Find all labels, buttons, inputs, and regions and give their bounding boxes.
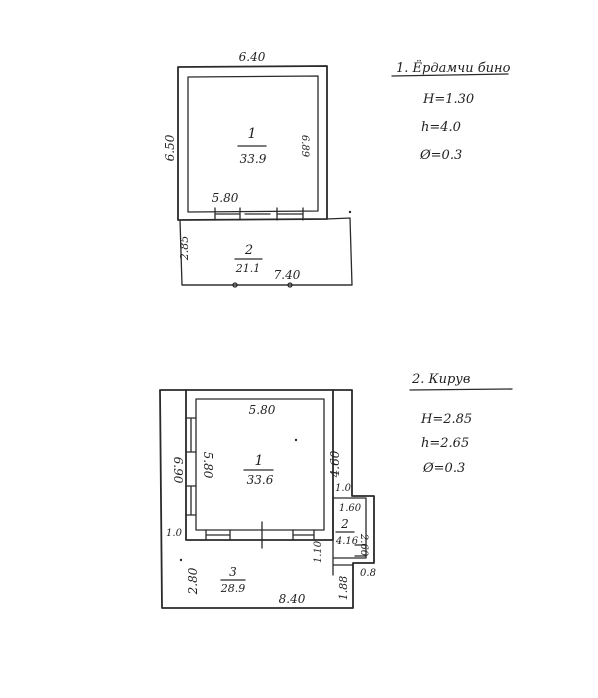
bottom-dim-inner-top: 5.80 [249,403,276,417]
top-legend-title: 1. Ёрдамчи бино [396,59,511,76]
top-building-inner-wall [187,75,319,213]
top-building-window [214,207,241,221]
bottom-window [185,417,197,453]
bottom-legend-underline [409,388,513,391]
bottom-room-1-area: 33.6 [247,473,274,487]
top-legend-d: Ø=0.3 [419,148,462,163]
top-dim-inner-bottom: 5.80 [212,191,239,205]
bottom-room-1-outer-wall [185,389,334,541]
top-porch-post [287,282,293,288]
bottom-dim-inner-left: 5.80 [201,452,215,479]
bottom-dim-bottom-width: 8.40 [279,592,306,606]
bottom-building: 1 33.6 2 4.16 3 28.9 5.80 6.90 5.80 4.60… [159,389,376,609]
bottom-dim-small-room-top: 1.60 [339,503,362,514]
top-porch-outline [179,217,353,286]
top-room-1-area: 33.9 [240,152,267,166]
bottom-dim-mid-small: 1.10 [313,540,324,563]
bottom-room-1-number: 1 [255,453,264,469]
top-legend: 1. Ёрдамчи бино H=1.30 h=4.0 Ø=0.3 [391,59,511,163]
bottom-corner-dot [179,558,183,562]
top-porch-post [232,282,238,288]
top-corner-dot [348,210,352,214]
bottom-dim-bottom-right-small: 0.8 [360,568,376,579]
top-dim-porch-bottom: 7.40 [274,268,301,282]
top-dim-width: 6.40 [239,50,266,64]
bottom-room-2-window [354,544,367,557]
bottom-legend: 2. Кирув H=2.85 h=2.65 Ø=0.3 [409,372,513,476]
bottom-room-2-area: 4.16 [335,536,359,547]
bottom-legend-h-lower: h=2.65 [421,436,469,451]
bottom-dim-bottom-mid: 1.88 [337,576,350,601]
top-legend-underline [391,73,509,77]
bottom-room-2-number: 2 [340,517,349,531]
bottom-dim-right-upper: 4.60 [328,450,342,478]
bottom-legend-d: Ø=0.3 [422,461,465,476]
top-room-2-area: 21.1 [235,262,261,275]
bottom-legend-h-upper: H=2.85 [420,412,472,427]
top-room-2-number: 2 [244,243,253,258]
bottom-dim-right-small: 1.0 [335,483,352,494]
bottom-dim-left-small: 1.0 [166,528,183,539]
bottom-dim-bottom-left: 2.80 [186,567,200,595]
bottom-building-outer-wall [159,389,375,609]
bottom-window [185,485,197,516]
top-dim-porch-left: 2.85 [178,236,191,262]
top-dim-inner-right: 6.89 [299,135,310,158]
bottom-legend-title: 2. Кирув [411,372,470,387]
top-building: 1 33.9 2 21.1 6.40 6.50 6.89 5.80 2.85 7… [163,50,353,288]
bottom-corner-dot [294,438,298,442]
bottom-room-3-divider [332,559,354,576]
top-building-window [276,207,304,221]
top-dim-left-height: 6.50 [163,134,177,161]
top-legend-h-lower: h=4.0 [421,120,461,135]
bottom-room-3-area: 28.9 [220,582,246,595]
bottom-window [205,529,231,541]
bottom-dim-outer-left: 6.90 [171,457,185,484]
top-legend-h-upper: H=1.30 [422,92,474,107]
bottom-window [292,529,315,541]
bottom-room-3-number: 3 [229,565,237,579]
bottom-dim-small-room-right: 2.60 [358,533,369,557]
bottom-room-2-wall [332,495,367,561]
top-room-1-number: 1 [248,126,257,142]
